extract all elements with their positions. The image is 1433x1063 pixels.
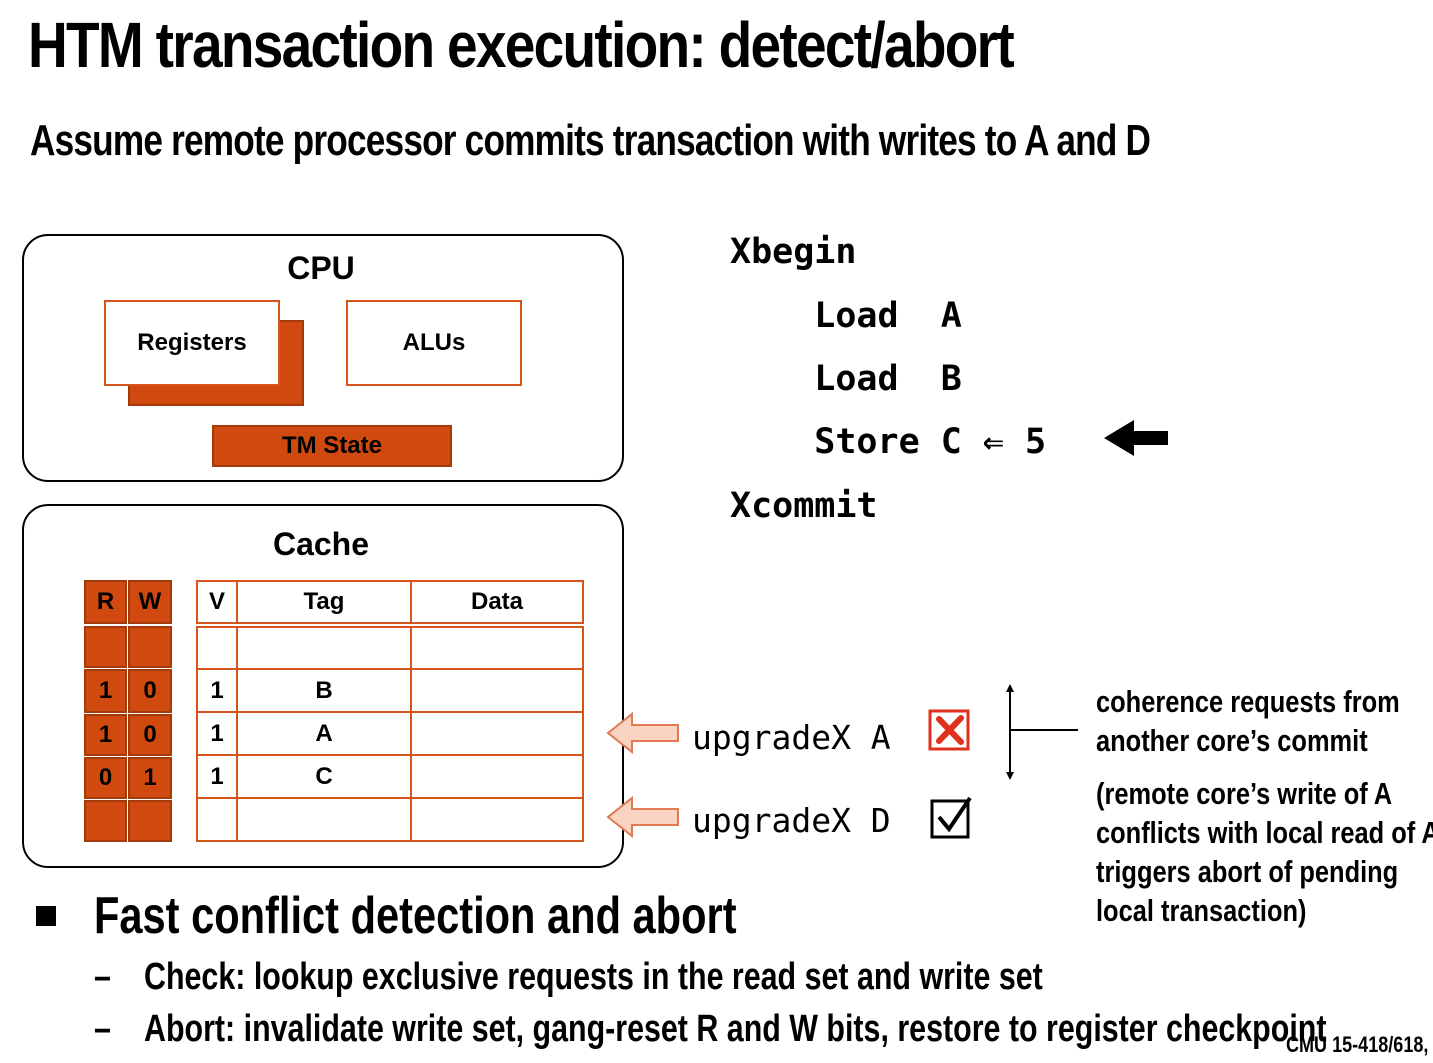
cache-lines-table: V Tag Data 1 B 1 A 1 C [196,580,584,842]
rw-header-r: R [84,580,127,624]
data-cell [410,797,584,842]
tag-cell [236,626,412,670]
request-upgradex-d: upgradeX D [692,801,891,840]
bullet-sub-abort: Abort: invalidate write set, gang-reset … [144,1008,1327,1050]
registers-box: Registers [104,300,280,386]
incoming-request-arrow-icon [606,795,679,839]
rw-bits-table: R W 1 0 1 0 0 1 [84,580,172,842]
cache-label: Cache [272,526,370,562]
w-bit [128,626,172,668]
cpu-label: CPU [287,250,355,286]
explanation-line: conflicts with local read of A: [1096,815,1433,850]
bullet-square-icon [36,906,56,926]
current-instruction-arrow-icon [1104,420,1168,456]
explanation-line: local transaction) [1096,893,1307,928]
r-bit: 1 [84,714,127,756]
tag-cell: B [236,668,412,713]
tm-state-box: TM State [212,425,452,467]
alus-box: ALUs [346,300,522,386]
tag-cell: C [236,754,412,799]
coherence-note-line: another core’s commit [1096,723,1368,758]
rw-header-w: W [128,580,172,624]
r-bit [84,800,127,842]
course-footer: CMU 15-418/618, [1286,1032,1429,1057]
dash-icon: – [94,1008,111,1050]
code-line-load-a: Load A [730,296,962,336]
explanation-line: triggers abort of pending [1096,854,1399,889]
coherence-note: coherence requests from another core’s c… [1096,682,1400,760]
valid-bit [196,626,238,670]
incoming-request-arrow-icon [606,711,679,755]
ok-checkbox-icon [930,796,972,839]
valid-bit: 1 [196,754,238,799]
slide-title: HTM transaction execution: detect/abort [28,9,1015,81]
code-line-xbegin: Xbegin [730,232,857,272]
bullet-sub-check: Check: lookup exclusive requests in the … [144,956,1043,998]
valid-bit [196,797,238,842]
header-tag: Tag [236,580,412,624]
r-bit [84,626,127,668]
abort-explanation-note: (remote core’s write of A conflicts with… [1096,774,1433,930]
header-data: Data [410,580,584,624]
data-cell [410,668,584,713]
tag-cell: A [236,711,412,756]
code-line-store-c: Store C ⇐ 5 [730,422,1047,462]
r-bit: 0 [84,757,127,799]
w-bit: 0 [128,669,172,713]
w-bit: 1 [128,757,172,799]
bullet-main: Fast conflict detection and abort [94,887,737,945]
code-line-xcommit: Xcommit [730,486,878,526]
coherence-bracket [1006,684,1078,780]
conflict-cross-icon [928,709,970,751]
data-cell [410,626,584,670]
header-v: V [196,580,238,624]
explanation-line: (remote core’s write of A [1096,776,1393,811]
dash-icon: – [94,956,111,998]
coherence-note-line: coherence requests from [1096,684,1400,719]
r-bit: 1 [84,669,127,713]
valid-bit: 1 [196,711,238,756]
data-cell [410,754,584,799]
code-line-load-b: Load B [730,359,962,399]
w-bit: 0 [128,714,172,756]
data-cell [410,711,584,756]
valid-bit: 1 [196,668,238,713]
w-bit [128,800,172,842]
request-upgradex-a: upgradeX A [692,718,891,757]
slide-subtitle: Assume remote processor commits transact… [30,116,1151,165]
tag-cell [236,797,412,842]
